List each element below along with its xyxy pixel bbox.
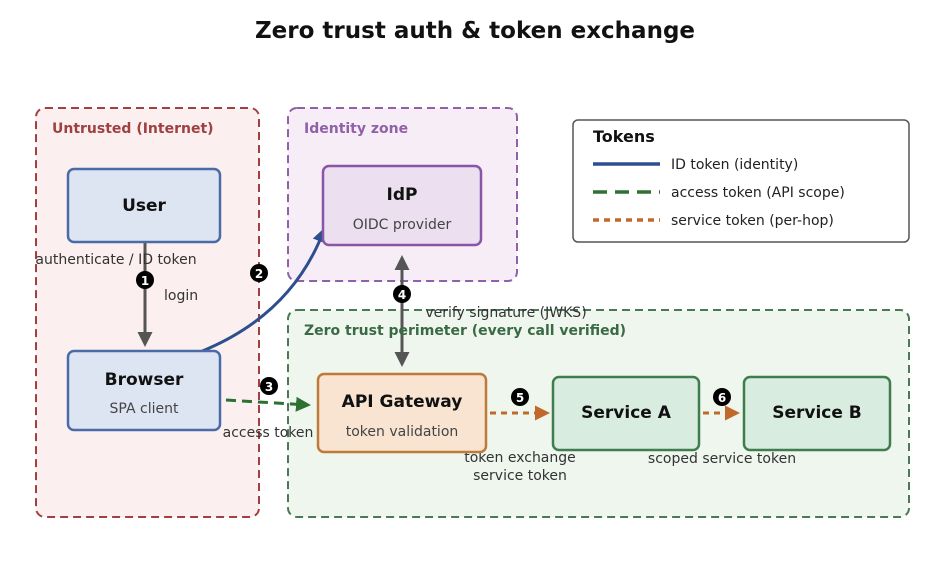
step-badge-3 — [260, 377, 278, 395]
step-badge-5 — [511, 388, 529, 406]
node-api-gateway-label: API Gateway — [342, 392, 463, 412]
legend-item-access-token: access token (API scope) — [671, 185, 845, 201]
node-idp-label: IdP — [387, 185, 418, 205]
edge-scoped-service-token: scoped service token 6 — [648, 388, 796, 467]
edge-login-label: login — [164, 288, 198, 304]
edge-access-token-label: access token — [223, 425, 314, 441]
edge-token-exchange: token exchange service token 5 — [464, 388, 576, 484]
step-badge-4-number: 4 — [398, 288, 406, 302]
edge-authenticate: authenticate / ID token 2 — [35, 227, 327, 354]
edge-scoped-service-token-label: scoped service token — [648, 451, 796, 467]
step-badge-1 — [136, 271, 154, 289]
edge-verify-signature: verify signature (JWKS) 4 — [393, 255, 587, 367]
node-browser-sub: SPA client — [110, 401, 179, 417]
legend-item-service-token: service token (per-hop) — [671, 213, 834, 229]
node-api-gateway[interactable]: API Gateway token validation — [316, 372, 488, 454]
zone-untrusted-label: Untrusted (Internet) — [52, 121, 214, 137]
legend-title: Tokens — [593, 127, 655, 146]
diagram-title: Zero trust auth & token exchange — [255, 18, 695, 44]
step-badge-5-number: 5 — [516, 391, 524, 405]
node-idp[interactable]: IdP OIDC provider — [321, 164, 483, 247]
step-badge-2 — [250, 264, 268, 282]
node-service-a[interactable]: Service A — [551, 375, 701, 452]
step-badge-4 — [393, 285, 411, 303]
node-idp-sub: OIDC provider — [353, 217, 452, 233]
node-api-gateway-sub: token validation — [346, 424, 459, 440]
edge-verify-label: verify signature (JWKS) — [425, 305, 586, 321]
edge-token-exchange-label-line1: token exchange — [464, 450, 576, 466]
node-browser[interactable]: Browser SPA client — [66, 349, 222, 432]
node-user-label: User — [122, 196, 166, 216]
step-badge-2-number: 2 — [255, 267, 263, 281]
step-badge-6-number: 6 — [718, 391, 726, 405]
legend: Tokens ID token (identity) access token … — [572, 119, 910, 243]
node-browser-label: Browser — [105, 370, 184, 390]
legend-item-id-token: ID token (identity) — [671, 157, 798, 173]
edge-login: login 1 — [136, 243, 198, 347]
node-service-b-label: Service B — [772, 403, 862, 423]
node-user[interactable]: User — [66, 167, 222, 244]
node-service-a-label: Service A — [581, 403, 672, 423]
edge-authenticate-label: authenticate / ID token — [35, 252, 196, 268]
zone-identity-label: Identity zone — [304, 121, 408, 137]
step-badge-1-number: 1 — [141, 274, 149, 288]
edge-access-token: access token 3 — [223, 377, 314, 441]
step-badge-3-number: 3 — [265, 380, 273, 394]
zone-perimeter-label: Zero trust perimeter (every call verifie… — [304, 323, 626, 339]
step-badge-6 — [713, 388, 731, 406]
node-service-b[interactable]: Service B — [742, 375, 892, 452]
edge-token-exchange-label-line2: service token — [473, 468, 567, 484]
